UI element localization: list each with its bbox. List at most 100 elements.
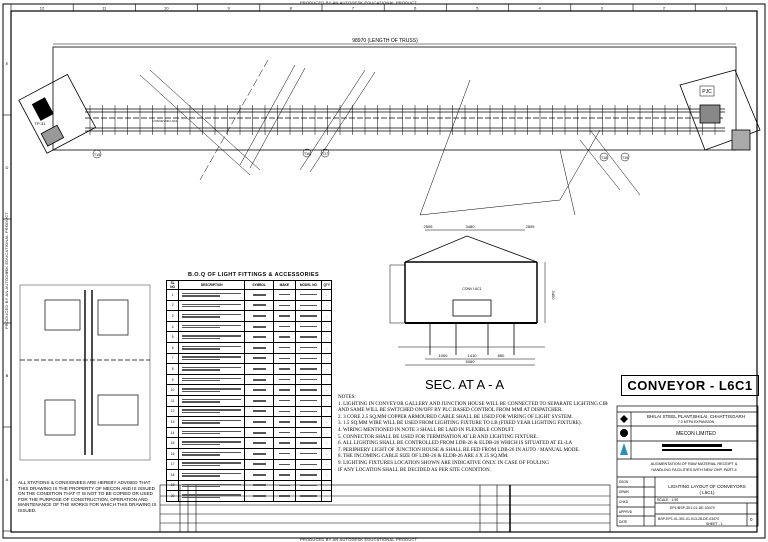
boq-symbol bbox=[244, 405, 275, 418]
title-block bbox=[616, 405, 759, 527]
dim-bottom-1: 1000 bbox=[439, 353, 449, 358]
boq-symbol bbox=[244, 341, 275, 354]
grid-column-label: 7 bbox=[352, 6, 355, 11]
boq-row: 11 - bbox=[165, 394, 332, 407]
grid-row-label: A bbox=[6, 477, 9, 482]
boq-description bbox=[178, 384, 246, 396]
boq-model bbox=[294, 352, 323, 365]
grid-column-label: 1 bbox=[725, 6, 728, 11]
boq-row: 17 - bbox=[165, 458, 332, 471]
revision-table bbox=[159, 484, 611, 533]
project-line-2: HANDLING FACILITIES WITH NEW OHP, PART-I… bbox=[651, 468, 737, 472]
boq-make bbox=[273, 320, 296, 333]
boq-symbol bbox=[244, 490, 275, 502]
dim-bottom-2: 1410 bbox=[468, 353, 478, 358]
notes-title: NOTES: bbox=[338, 394, 356, 400]
boq-model bbox=[294, 363, 323, 375]
boq-make bbox=[273, 458, 296, 471]
client-name: BHILAI STEEL PLANT,BHILAI, CHHATTISGARH bbox=[646, 414, 746, 419]
note-item: 9. LIGHTING FIXTURES LOCATION SHOWN ARE … bbox=[338, 459, 549, 466]
watermark-left: PRODUCED BY AN AUTODESK EDUCATIONAL PROD… bbox=[4, 211, 10, 330]
boq-description bbox=[178, 426, 246, 439]
boq-description bbox=[178, 352, 246, 365]
note-item: 1. LIGHTING IN CONVEYOR GALLERY AND JUNC… bbox=[338, 400, 608, 407]
dim-bottom-3: 850 bbox=[498, 353, 505, 358]
boq-symbol bbox=[244, 384, 275, 396]
sign-label: CHKD bbox=[619, 500, 629, 504]
dim-overall: 5060 bbox=[466, 359, 476, 364]
boq-sl: 12 bbox=[165, 405, 180, 418]
boq-qty: - bbox=[321, 373, 332, 386]
boq-row: 19 - bbox=[165, 479, 332, 492]
boq-sl: 19 bbox=[165, 479, 180, 492]
boq-model bbox=[294, 490, 323, 502]
boq-header: DESCRIPTION bbox=[178, 280, 246, 290]
drawing-number-2: BSP-EP1-01-301-01-013-28-DE-03470 bbox=[658, 517, 719, 521]
boq-make bbox=[273, 447, 296, 460]
boq-row: 16 - bbox=[165, 447, 332, 460]
project-line-1: AUGMENTATION OF RAW MATERIAL RECEIPT & bbox=[650, 462, 738, 466]
tag-t15: T15 bbox=[94, 153, 100, 157]
boq-make bbox=[273, 363, 296, 375]
boq-symbol bbox=[244, 299, 275, 312]
boq-sl: 4 bbox=[165, 320, 180, 333]
note-item: IF ANY LOCATION SHALL BE DECIDED AS PER … bbox=[338, 466, 491, 473]
boq-make bbox=[273, 299, 296, 312]
boq-symbol bbox=[244, 416, 275, 428]
boq-description bbox=[178, 341, 246, 354]
scale: SCALE : 1:50 bbox=[657, 498, 679, 502]
boq-qty: - bbox=[321, 352, 332, 365]
boq-sl: 2 bbox=[165, 299, 180, 312]
boq-description bbox=[178, 373, 246, 386]
dim-top-1: 2505 bbox=[424, 224, 434, 229]
sign-label: DATE bbox=[619, 520, 628, 524]
sign-label: DRWN bbox=[619, 490, 629, 494]
boq-qty: - bbox=[321, 447, 332, 460]
boq-row: 10 - bbox=[165, 384, 332, 396]
boq-header: QTY bbox=[321, 280, 332, 290]
sail-logo-icon bbox=[620, 415, 628, 423]
boq-description bbox=[178, 469, 246, 481]
grid-column-label: 8 bbox=[290, 6, 293, 11]
boq-qty: - bbox=[321, 437, 332, 449]
boq-sl: 9 bbox=[165, 373, 180, 386]
boq-qty: - bbox=[321, 416, 332, 428]
boq-header: MAKE bbox=[273, 280, 296, 290]
boq-row: 5 - bbox=[165, 331, 332, 343]
note-item: 8. THE INCOMING CABLE SIZE OF LDB-26 & E… bbox=[338, 453, 509, 460]
consultant-name: MECON LIMITED bbox=[676, 431, 716, 437]
boq-row: 9 - bbox=[165, 373, 332, 386]
boq-make bbox=[273, 469, 296, 481]
boq-qty: - bbox=[321, 310, 332, 322]
boq-title: B.O.Q OF LIGHT FITTINGS & ACCESSORIES bbox=[188, 272, 320, 278]
boq-model bbox=[294, 299, 323, 312]
boq-description bbox=[178, 479, 246, 492]
boq-model bbox=[294, 416, 323, 428]
boq-sl: 1 bbox=[165, 289, 180, 301]
boq-symbol bbox=[244, 289, 275, 301]
grid-column-label: 9 bbox=[227, 6, 230, 11]
boq-make bbox=[273, 479, 296, 492]
boq-symbol bbox=[244, 331, 275, 343]
boq-description bbox=[178, 405, 246, 418]
boq-sl: 3 bbox=[165, 310, 180, 322]
client-sub: 7.0 MTPA EXPANSION bbox=[677, 420, 715, 424]
boq-model bbox=[294, 320, 323, 333]
boq-description bbox=[178, 363, 246, 375]
boq-sl: 14 bbox=[165, 426, 180, 439]
boq-qty: - bbox=[321, 363, 332, 375]
sign-label: DSGN bbox=[619, 480, 629, 484]
boq-symbol bbox=[244, 352, 275, 365]
note-item: 5. CONNECTOR SHALL BE USED FOR TERMINATI… bbox=[338, 433, 538, 440]
boq-description bbox=[178, 289, 246, 301]
tag-t17: T17 bbox=[322, 152, 328, 156]
boq-sl: 17 bbox=[165, 458, 180, 471]
boq-make bbox=[273, 426, 296, 439]
boq-qty: - bbox=[321, 341, 332, 354]
boq-symbol bbox=[244, 458, 275, 471]
boq-sl: 15 bbox=[165, 437, 180, 449]
boq-make bbox=[273, 490, 296, 502]
boq-description bbox=[178, 416, 246, 428]
boq-symbol bbox=[244, 394, 275, 407]
boq-model bbox=[294, 341, 323, 354]
